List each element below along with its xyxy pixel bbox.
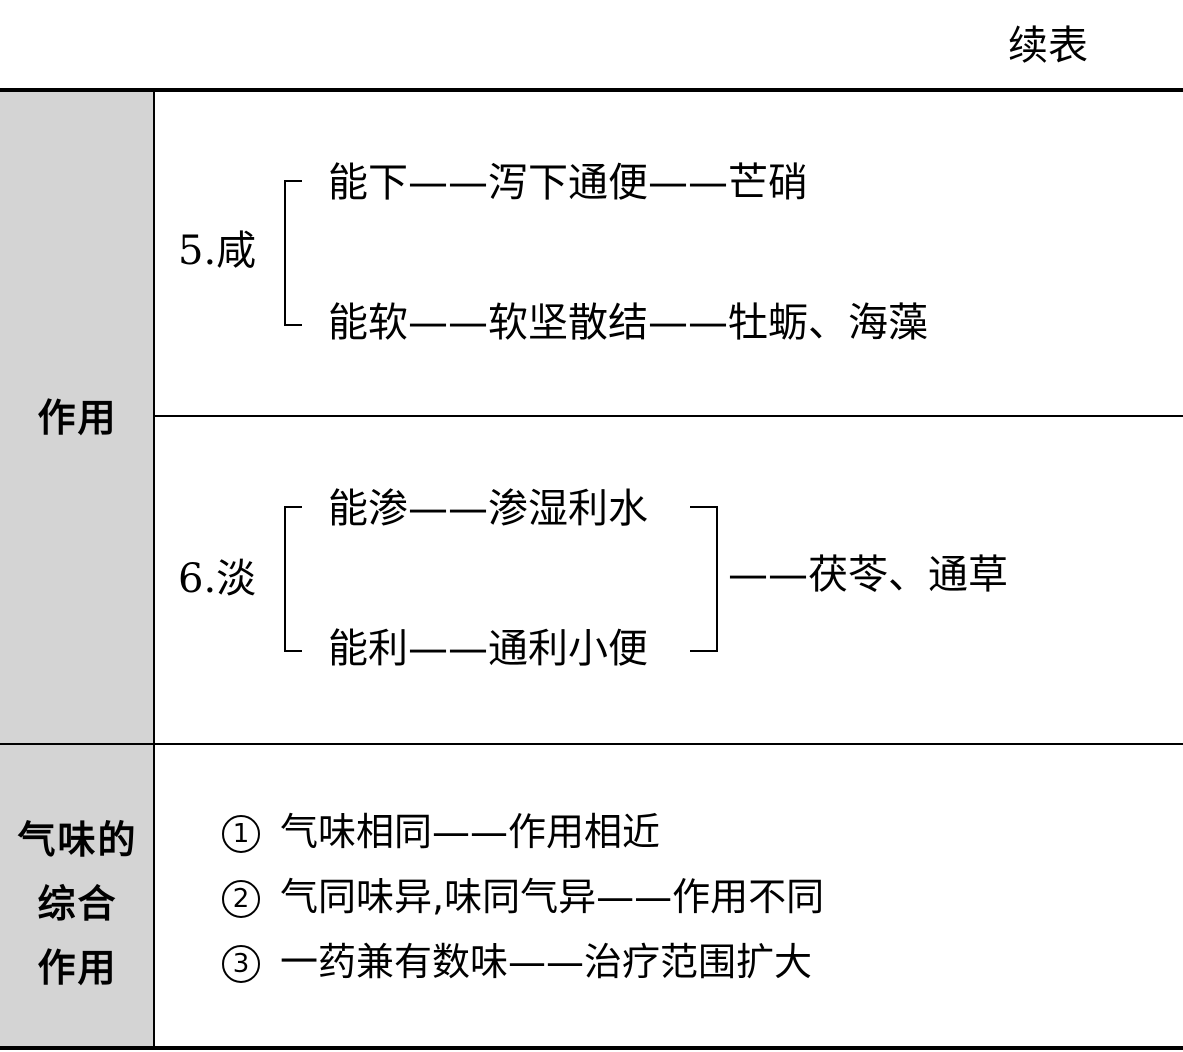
bland-effect-line-1: 能渗——渗湿利水	[328, 486, 648, 532]
row-header-cell-effect	[0, 92, 155, 743]
row-header-combined: 气味的 综合 作用	[0, 808, 155, 1000]
left-brace-bland	[284, 506, 302, 652]
combined-point-text: 气味相同——作用相近	[280, 810, 661, 854]
row-header-effect: 作用	[37, 396, 118, 440]
combined-point-1: 1 气味相同——作用相近	[222, 810, 660, 854]
table-bottom-rule	[0, 1046, 1183, 1050]
row-header-combined-line: 作用	[37, 946, 118, 990]
inner-row-divider	[155, 415, 1183, 417]
combined-point-text: 气同味异,味同气异——作用不同	[280, 875, 825, 919]
row-header-cell-combined	[0, 745, 155, 1046]
table-top-rule	[0, 88, 1183, 92]
combined-point-text: 一药兼有数味——治疗范围扩大	[280, 940, 813, 984]
combined-point-2: 2 气同味异,味同气异——作用不同	[222, 875, 824, 919]
bland-effect-line-2: 能利——通利小便	[328, 626, 648, 672]
table-continued-caption: 续表	[1008, 23, 1088, 69]
numbered-circle-marker: 3	[222, 945, 260, 983]
salty-effect-line-2: 能软——软坚散结——牡蛎、海藻	[328, 300, 928, 346]
right-brace-bland	[690, 506, 718, 652]
salty-effect-line-1: 能下——泻下通便——芒硝	[328, 160, 808, 206]
row-divider	[0, 743, 1183, 745]
bland-merged-result: ——茯苓、通草	[728, 552, 1008, 598]
row-header-combined-line: 气味的	[17, 818, 138, 862]
taste-label-bland: 6.淡	[178, 556, 257, 602]
combined-point-3: 3 一药兼有数味——治疗范围扩大	[222, 940, 812, 984]
taste-label-salty: 5.咸	[178, 228, 257, 274]
numbered-circle-marker: 2	[222, 880, 260, 918]
left-brace-salty	[284, 180, 302, 326]
numbered-circle-marker: 1	[222, 815, 260, 853]
row-header-combined-line: 综合	[37, 882, 118, 926]
